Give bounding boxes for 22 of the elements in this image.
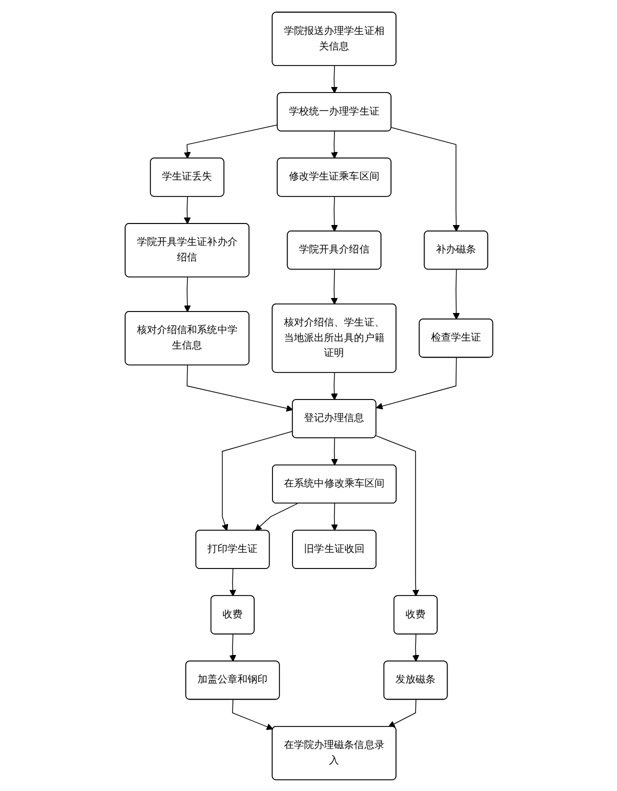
arrow bbox=[330, 437, 338, 466]
arrow bbox=[330, 502, 338, 530]
arrow bbox=[254, 502, 298, 530]
arrow bbox=[388, 698, 416, 727]
arrow bbox=[375, 434, 419, 596]
arrow bbox=[452, 268, 460, 320]
arrow bbox=[330, 372, 338, 400]
arrow bbox=[330, 196, 338, 232]
arrow bbox=[232, 698, 273, 730]
arrow bbox=[183, 124, 278, 158]
arrow bbox=[184, 276, 190, 312]
arrow bbox=[376, 356, 456, 409]
arrow bbox=[412, 633, 419, 662]
arrow bbox=[183, 196, 190, 224]
arrow bbox=[330, 65, 338, 93]
arrow bbox=[390, 126, 460, 232]
arrow bbox=[186, 364, 293, 412]
arrow bbox=[228, 568, 236, 596]
arrow bbox=[221, 430, 293, 530]
arrow bbox=[228, 633, 236, 662]
arrow bbox=[330, 130, 338, 158]
arrow bbox=[330, 268, 338, 304]
